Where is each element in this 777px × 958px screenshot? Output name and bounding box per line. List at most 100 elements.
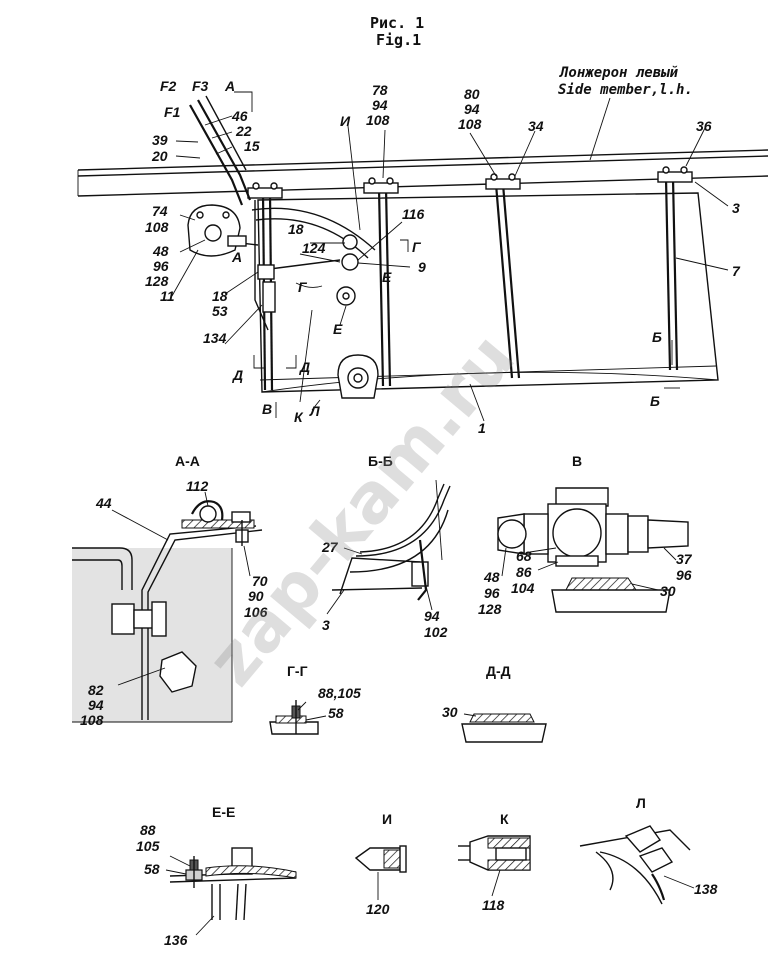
ee-label-105: 105: [136, 838, 160, 854]
view-l: Л: [579, 795, 695, 905]
side-member-beam: [77, 149, 769, 197]
callout-3: 3: [732, 200, 740, 216]
aa-label-70: 70: [252, 573, 268, 589]
side-member-label-en: Side member,l.h.: [558, 82, 693, 98]
v-label-96: 96: [484, 585, 500, 601]
section-ee: Е-Е: [169, 804, 297, 921]
section-gg: Г-Г: [269, 663, 327, 735]
v-label-128: 128: [478, 601, 502, 617]
callout-view-i: И: [340, 113, 351, 129]
v-label-37: 37: [676, 551, 693, 567]
view-v-leaders: [501, 547, 677, 591]
callout-7: 7: [732, 263, 741, 279]
callout-116: 116: [402, 206, 425, 222]
aa-label-112: 112: [186, 478, 209, 494]
aa-label-106: 106: [244, 604, 268, 620]
callout-48: 48: [152, 243, 169, 259]
v-label-104: 104: [511, 580, 535, 596]
aa-label-44: 44: [95, 495, 112, 511]
leader-lines: [171, 115, 729, 422]
ee-label-136: 136: [164, 932, 188, 948]
bb-label-102: 102: [424, 624, 448, 640]
section-bb-title: Б-Б: [368, 453, 393, 469]
drain-valve: [337, 354, 379, 399]
fuel-tank: [257, 192, 719, 393]
ee-label-88: 88: [140, 822, 156, 838]
callout-108-a: 108: [366, 112, 390, 128]
callout-f2: F2: [160, 78, 177, 94]
aa-label-94: 94: [88, 697, 104, 713]
section-aa-leaders: [111, 491, 251, 686]
callout-78: 78: [372, 82, 388, 98]
v-label-96-right: 96: [676, 567, 692, 583]
callout-section-b-bottom: Б: [650, 393, 660, 409]
strap-brackets: [247, 166, 693, 199]
section-ee-title: Е-Е: [212, 804, 235, 820]
aa-label-108: 108: [80, 712, 104, 728]
callout-view-k: К: [294, 409, 304, 425]
callout-1: 1: [478, 420, 486, 436]
callout-39: 39: [152, 132, 168, 148]
callout-124: 124: [302, 240, 326, 256]
callout-134: 134: [203, 330, 227, 346]
callout-94-b: 94: [464, 101, 480, 117]
callout-section-d-right: Д: [299, 359, 310, 375]
v-label-86: 86: [516, 564, 532, 580]
side-member-label-ru: Лонжерон левый: [559, 65, 679, 81]
callout-18-left: 18: [212, 288, 228, 304]
view-k-title: К: [500, 811, 509, 827]
view-i-labels: 120: [366, 901, 390, 917]
v-label-48: 48: [483, 569, 500, 585]
view-i-title: И: [382, 811, 392, 827]
callout-94-a: 94: [372, 97, 388, 113]
fuel-filter: [187, 204, 247, 257]
fuel-pipes: [189, 95, 376, 331]
view-v: В: [497, 453, 689, 613]
view-i: И: [354, 811, 407, 900]
section-ee-leaders: [165, 855, 215, 936]
callout-36: 36: [696, 118, 712, 134]
callout-34: 34: [528, 118, 544, 134]
gg-label-88-105: 88,105: [318, 685, 361, 701]
callout-11: 11: [160, 288, 175, 304]
section-aa: А-А: [72, 453, 263, 723]
gauge-sender: [257, 234, 359, 313]
bb-label-3: 3: [322, 617, 330, 633]
section-dd-title: Д-Д: [486, 663, 511, 679]
callout-18-right: 18: [288, 221, 304, 237]
callout-128: 128: [145, 273, 169, 289]
gg-label-58: 58: [328, 705, 344, 721]
callout-section-a-top: А: [224, 78, 235, 94]
section-aa-labels: 112 44 70 90 106 82 94 108: [80, 478, 268, 728]
bb-label-27: 27: [321, 539, 339, 555]
section-gg-labels: 88,105 58: [318, 685, 361, 721]
callout-section-d-left: Д: [232, 367, 243, 383]
section-bb: Б-Б: [331, 453, 451, 601]
section-dd: Д-Д: [461, 663, 547, 743]
callout-108-b: 108: [458, 116, 482, 132]
callout-view-v: В: [262, 401, 272, 417]
view-l-labels: 138: [694, 881, 718, 897]
callout-74: 74: [152, 203, 168, 219]
section-dd-labels: 30: [442, 704, 458, 720]
section-bb-labels: 27 3 94 102: [321, 539, 448, 640]
view-k-labels: 118: [482, 897, 505, 913]
callout-96: 96: [153, 258, 169, 274]
callout-f3: F3: [192, 78, 209, 94]
figure-title: Рис. 1 Fig.1: [370, 14, 424, 49]
callout-22: 22: [235, 123, 252, 139]
callout-53: 53: [212, 303, 228, 319]
callout-section-b-top: Б: [652, 329, 662, 345]
callout-108-filter: 108: [145, 219, 169, 235]
bb-label-94: 94: [424, 608, 440, 624]
dd-label-30: 30: [442, 704, 458, 720]
callout-9: 9: [418, 259, 426, 275]
k-label-118: 118: [482, 897, 505, 913]
side-member-label: Лонжерон левый Side member,l.h.: [558, 65, 693, 161]
v-label-30: 30: [660, 583, 676, 599]
section-markers: [234, 91, 680, 418]
figure-title-ru: Рис. 1: [370, 14, 424, 32]
callout-section-g-left: Г: [298, 279, 308, 295]
section-gg-title: Г-Г: [287, 663, 308, 679]
